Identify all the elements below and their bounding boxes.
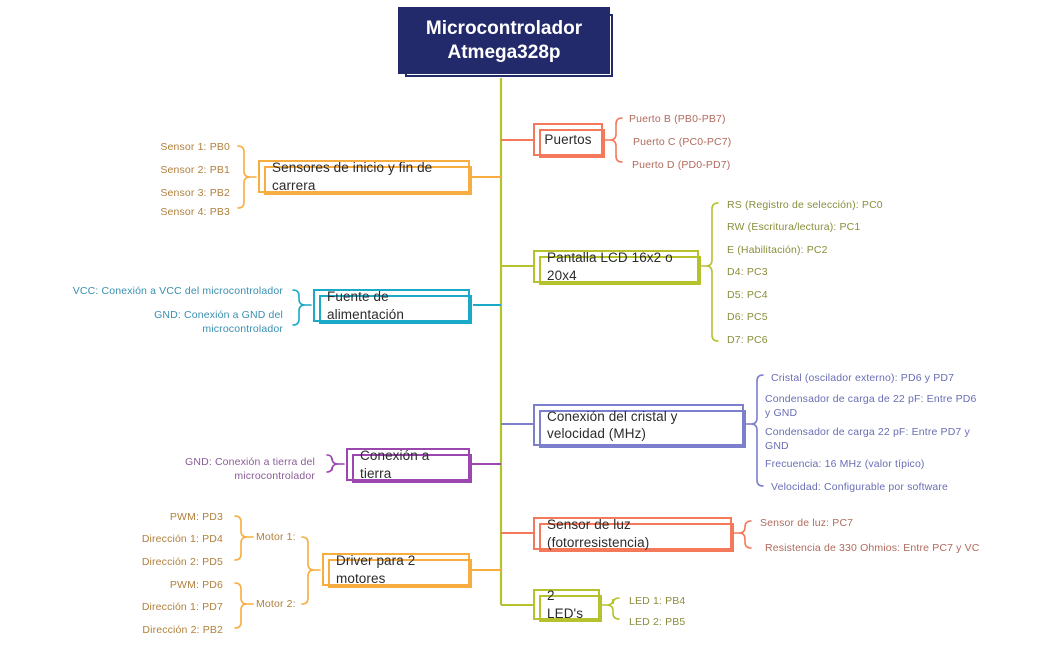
leaf-cristal-1: Condensador de carga de 22 pF: Entre PD6… [765,393,977,420]
node-cristal-label: Conexión del cristal y velocidad (MHz) [547,408,678,441]
node-lcd[interactable]: Pantalla LCD 16x2 o 20x4 [533,250,701,285]
leaf-lcd-5: D6: PC5 [727,311,768,323]
node-driver[interactable]: Driver para 2 motores [322,553,472,588]
node-lcd-label: Pantalla LCD 16x2 o 20x4 [547,250,673,283]
leaf-lcd-4: D5: PC4 [727,289,768,301]
node-tierra-label: Conexión a tierra [360,448,430,481]
group-label-motor2: Motor 2: [256,598,296,610]
node-fuente-label: Fuente de alimentación [327,289,404,322]
leaf-lcd-3: D4: PC3 [727,266,768,278]
group-label-motor1: Motor 1: [256,531,296,543]
node-driver-label: Driver para 2 motores [336,553,416,586]
leaf-lcd-2: E (Habilitación): PC2 [727,244,828,256]
bracket-sensores [237,145,257,209]
leaf-fuente-1: GND: Conexión a GND del microcontrolador [154,309,283,336]
node-tierra[interactable]: Conexión a tierra [346,448,472,483]
leaf-leds-1: LED 2: PB5 [629,616,686,628]
leaf-sensorluz-0: Sensor de luz: PC7 [760,517,854,529]
leaf-motor2-0: PWM: PD6 [169,579,223,591]
bracket-sensorluz [732,520,752,549]
leaf-motor2-1: Dirección 1: PD7 [141,601,223,613]
leaf-cristal-0: Cristal (oscilador externo): PD6 y PD7 [771,372,955,384]
leaf-cristal-2: Condensador de carga 22 pF: Entre PD7 y … [765,426,970,453]
leaf-sensores-2: Sensor 3: PB2 [160,187,230,199]
leaf-lcd-0: RS (Registro de selección): PC0 [727,199,883,211]
bracket-motor2 [234,582,254,629]
leaf-sensorluz-1: Resistencia de 330 Ohmios: Entre PC7 y V… [765,542,980,554]
leaf-tierra-0: GND: Conexión a tierra del microcontrola… [185,456,315,483]
node-fuente[interactable]: Fuente de alimentación [313,289,472,324]
leaf-sensores-0: Sensor 1: PB0 [160,141,230,153]
leaf-cristal-4: Velocidad: Configurable por software [771,481,949,493]
leaf-lcd-1: RW (Escritura/lectura): PC1 [727,221,861,233]
root-node[interactable]: Microcontrolador Atmega328p [398,7,613,77]
node-sensores-label: Sensores de inicio y fin de carrera [272,160,433,193]
node-sensores[interactable]: Sensores de inicio y fin de carrera [258,160,472,195]
bracket-fuente [292,289,312,326]
leaf-leds-0: LED 1: PB4 [629,595,686,607]
leaf-sensores-1: Sensor 2: PB1 [160,164,230,176]
leaf-lcd-6: D7: PC6 [727,334,768,346]
leaf-puertos-0: Puerto B (PB0-PB7) [629,113,726,125]
node-leds[interactable]: 2 LED's [533,588,602,622]
node-leds-label: 2 LED's [547,588,584,621]
bracket-motor1 [234,515,254,561]
node-sensorluz-label: Sensor de luz (fotorresistencia) [547,517,650,550]
leaf-motor2-2: Dirección 2: PB2 [142,624,223,636]
leaf-sensores-3: Sensor 4: PB3 [160,206,230,218]
bracket-lcd [699,202,719,342]
root-node-label: Microcontrolador Atmega328p [425,17,583,63]
node-sensorluz[interactable]: Sensor de luz (fotorresistencia) [533,517,734,552]
node-puertos-label: Puertos [544,131,592,147]
bracket-puertos [603,117,623,163]
node-cristal[interactable]: Conexión del cristal y velocidad (MHz) [533,404,746,448]
leaf-motor1-0: PWM: PD3 [169,511,223,523]
leaf-fuente-0: VCC: Conexión a VCC del microcontrolador [72,285,283,297]
leaf-puertos-1: Puerto C (PC0-PC7) [633,136,732,148]
leaf-puertos-2: Puerto D (PD0-PD7) [632,159,731,171]
leaf-motor1-1: Dirección 1: PD4 [141,533,223,545]
bracket-tierra [326,454,345,473]
root-node-stack [405,14,613,77]
leaf-cristal-3: Frecuencia: 16 MHz (valor típico) [765,458,925,470]
leaf-motor1-2: Dirección 2: PD5 [141,556,223,568]
bracket-cristal [744,374,764,487]
node-puertos[interactable]: Puertos [533,123,605,158]
bracket-driver [301,536,321,605]
bracket-leds [600,597,620,620]
